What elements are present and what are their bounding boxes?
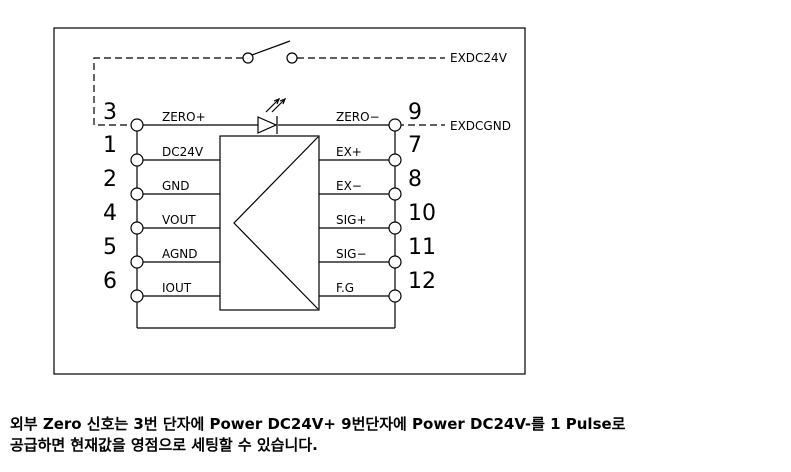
label-ex-minus: EX− [336, 179, 362, 193]
label-iout: IOUT [162, 281, 192, 295]
terminal-11 [388, 255, 402, 269]
pin-number-10: 10 [408, 201, 436, 226]
label-zero-minus: ZERO− [336, 110, 380, 124]
zero-led-wire [142, 97, 390, 134]
terminal-5 [130, 255, 144, 269]
terminal-4 [130, 221, 144, 235]
pin-number-1: 1 [103, 133, 117, 158]
terminal-9 [388, 118, 402, 132]
diagram-frame [53, 27, 526, 375]
pin-number-3: 3 [103, 100, 117, 125]
left-terminals [130, 118, 144, 303]
label-zero-plus: ZERO+ [162, 110, 206, 124]
zero-switch [242, 40, 298, 64]
label-dc24v: DC24V [162, 145, 204, 159]
right-terminals [388, 118, 402, 303]
pin-number-12: 12 [408, 269, 436, 294]
terminal-6 [130, 289, 144, 303]
label-exdc24v: EXDC24V [450, 51, 508, 65]
pin-number-9: 9 [408, 100, 422, 125]
amplifier-module [219, 135, 320, 311]
caption-line-2: 공급하면 현재값을 영점으로 세팅할 수 있습니다. [10, 436, 318, 454]
pin-number-2: 2 [103, 167, 117, 192]
terminal-7 [388, 153, 402, 167]
label-agnd: AGND [162, 247, 198, 261]
terminal-12 [388, 289, 402, 303]
external-dashed-lines [93, 57, 445, 126]
label-ex-plus: EX+ [336, 145, 362, 159]
signal-wires [142, 159, 390, 297]
terminal-3 [130, 118, 144, 132]
label-exdcgnd: EXDCGND [450, 119, 511, 133]
terminal-10 [388, 221, 402, 235]
label-sig-minus: SIG− [336, 247, 367, 261]
label-sig-plus: SIG+ [336, 213, 367, 227]
pin-number-7: 7 [408, 133, 422, 158]
pin-number-11: 11 [408, 235, 436, 260]
pin-number-8: 8 [408, 167, 422, 192]
pin-number-6: 6 [103, 269, 117, 294]
label-fg: F.G [336, 281, 354, 295]
label-gnd: GND [162, 179, 190, 193]
terminal-8 [388, 187, 402, 201]
pin-number-4: 4 [103, 201, 117, 226]
caption-line-1: 외부 Zero 신호는 3번 단자에 Power DC24V+ 9번단자에 Po… [10, 415, 626, 433]
terminal-2 [130, 187, 144, 201]
terminal-1 [130, 153, 144, 167]
label-vout: VOUT [162, 213, 196, 227]
pin-number-5: 5 [103, 235, 117, 260]
